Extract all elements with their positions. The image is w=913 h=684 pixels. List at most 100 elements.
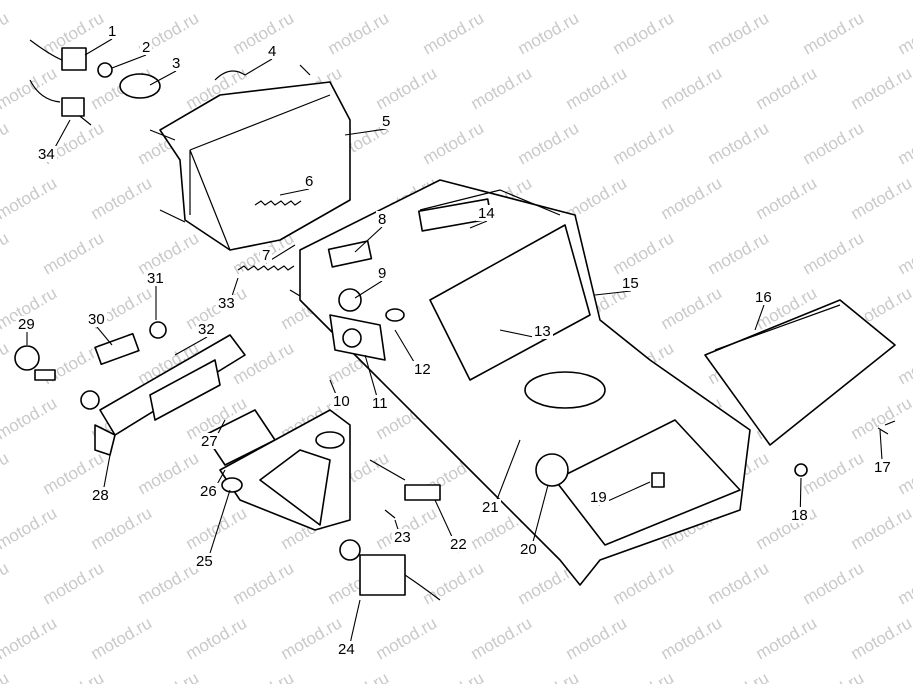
watermark-text: motod.ru — [800, 8, 868, 58]
watermark-text: motod.ru — [705, 8, 773, 58]
callout-number: 17 — [874, 459, 891, 476]
watermark-text: motod.ru — [420, 118, 488, 168]
callout-number: 31 — [147, 270, 164, 287]
leader-line — [111, 54, 147, 69]
watermark-text: motod.ru — [88, 0, 156, 3]
watermark-text: motod.ru — [563, 0, 631, 3]
hood-body — [299, 179, 751, 586]
cover-plate — [704, 299, 896, 477]
callout-number: 10 — [333, 393, 350, 410]
watermark-text: motod.ru — [800, 118, 868, 168]
callout-number: 12 — [414, 361, 431, 378]
leader-line — [279, 188, 310, 196]
switch-panel — [94, 334, 351, 531]
headlight-housing — [149, 81, 351, 251]
watermark-text: motod.ru — [895, 8, 913, 58]
callout-number: 1 — [108, 23, 116, 40]
callout-number: 28 — [92, 487, 109, 504]
watermark-text: motod.ru — [753, 63, 821, 113]
watermark-text: motod.ru — [705, 118, 773, 168]
watermark-text: motod.ru — [420, 558, 488, 608]
callout-number: 14 — [478, 205, 495, 222]
watermark-text: motod.ru — [848, 0, 913, 3]
leader-line — [149, 70, 177, 86]
watermark-text: motod.ru — [373, 0, 441, 3]
watermark-text: motod.ru — [230, 8, 298, 58]
leader-line — [354, 226, 383, 253]
watermark-text: motod.ru — [0, 63, 60, 113]
watermark-text: motod.ru — [0, 338, 12, 388]
watermark-text: motod.ru — [895, 448, 913, 498]
watermark-text: motod.ru — [40, 228, 108, 278]
watermark-text: motod.ru — [610, 118, 678, 168]
watermark-text: motod.ru — [88, 613, 156, 663]
watermark-text: motod.ru — [658, 613, 726, 663]
callout-number: 20 — [520, 541, 537, 558]
watermark-text: motod.ru — [848, 173, 913, 223]
watermark-text: motod.ru — [135, 228, 203, 278]
callout-number: 30 — [88, 311, 105, 328]
watermark-text: motod.ru — [705, 228, 773, 278]
watermark-text: motod.ru — [88, 503, 156, 553]
callout-number: 3 — [172, 55, 180, 72]
watermark-text: motod.ru — [0, 173, 60, 223]
watermark-text: motod.ru — [895, 338, 913, 388]
watermark-text: motod.ru — [800, 228, 868, 278]
watermark-text: motod.ru — [183, 613, 251, 663]
switch-bracket — [329, 288, 405, 361]
callout-number: 34 — [38, 146, 55, 163]
watermark-text: motod.ru — [230, 558, 298, 608]
watermark-text: motod.ru — [278, 613, 346, 663]
watermark-text: motod.ru — [135, 668, 203, 684]
watermark-text: motod.ru — [373, 613, 441, 663]
callout-number: 19 — [590, 489, 607, 506]
watermark-text: motod.ru — [610, 668, 678, 684]
watermark-text: motod.ru — [468, 0, 536, 3]
callout-number: 23 — [394, 529, 411, 546]
watermark-text: motod.ru — [468, 63, 536, 113]
leader-line — [174, 336, 208, 356]
callout-number: 33 — [218, 295, 235, 312]
watermark-text: motod.ru — [183, 503, 251, 553]
watermark-text: motod.ru — [753, 173, 821, 223]
watermark-text: motod.ru — [0, 8, 12, 58]
watermark-text: motod.ru — [610, 558, 678, 608]
callout-number: 32 — [198, 321, 215, 338]
watermark-text: motod.ru — [705, 558, 773, 608]
leader-line — [244, 58, 273, 76]
watermark-text: motod.ru — [230, 668, 298, 684]
callout-number: 15 — [622, 275, 639, 292]
watermark-text: motod.ru — [0, 558, 12, 608]
watermark-text: motod.ru — [420, 668, 488, 684]
watermark-text: motod.ru — [0, 503, 60, 553]
watermark-text: motod.ru — [325, 668, 393, 684]
leader-line — [754, 304, 765, 331]
watermark-text: motod.ru — [753, 0, 821, 3]
watermark-text: motod.ru — [895, 668, 913, 684]
watermark-text: motod.ru — [183, 0, 251, 3]
callout-number: 11 — [372, 395, 388, 412]
callout-number: 16 — [755, 289, 772, 306]
watermark-text: motod.ru — [0, 613, 60, 663]
watermark-text: motod.ru — [658, 173, 726, 223]
watermark-text: motod.ru — [515, 668, 583, 684]
watermark-text: motod.ru — [135, 558, 203, 608]
watermark-text: motod.ru — [0, 668, 12, 684]
callout-number: 2 — [142, 39, 150, 56]
watermark-text: motod.ru — [0, 393, 60, 443]
watermark-text: motod.ru — [705, 668, 773, 684]
watermark-text: motod.ru — [800, 668, 868, 684]
watermark-text: motod.ru — [40, 668, 108, 684]
watermark-text: motod.ru — [563, 613, 631, 663]
key-switch — [14, 321, 167, 410]
watermark-text: motod.ru — [800, 558, 868, 608]
callout-number: 5 — [382, 113, 390, 130]
watermark-text: motod.ru — [0, 0, 60, 3]
callout-number: 27 — [201, 433, 218, 450]
callout-number: 8 — [378, 211, 386, 228]
callout-number: 21 — [482, 499, 499, 516]
watermark-text: motod.ru — [230, 338, 298, 388]
watermark-text: motod.ru — [515, 8, 583, 58]
